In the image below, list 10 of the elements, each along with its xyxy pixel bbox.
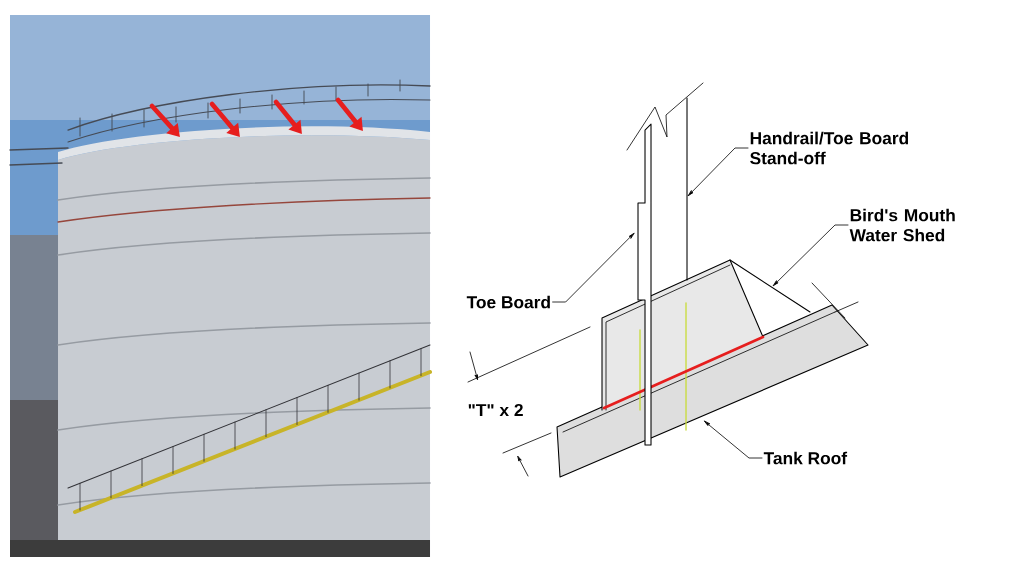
dimension-label: "T" x 2 [468, 403, 523, 417]
leader-line [704, 420, 763, 459]
leader-line [552, 232, 635, 303]
callout-text: Bird's Mouth Water Shed [849, 208, 955, 242]
toe-board [637, 123, 652, 446]
callout-text: Tank Roof [763, 451, 848, 465]
leader-line [772, 224, 849, 287]
callout-text: Toe Board [466, 295, 550, 309]
leader-line [687, 147, 749, 197]
callout-text: Handrail/Toe Board Stand-off [750, 131, 908, 165]
